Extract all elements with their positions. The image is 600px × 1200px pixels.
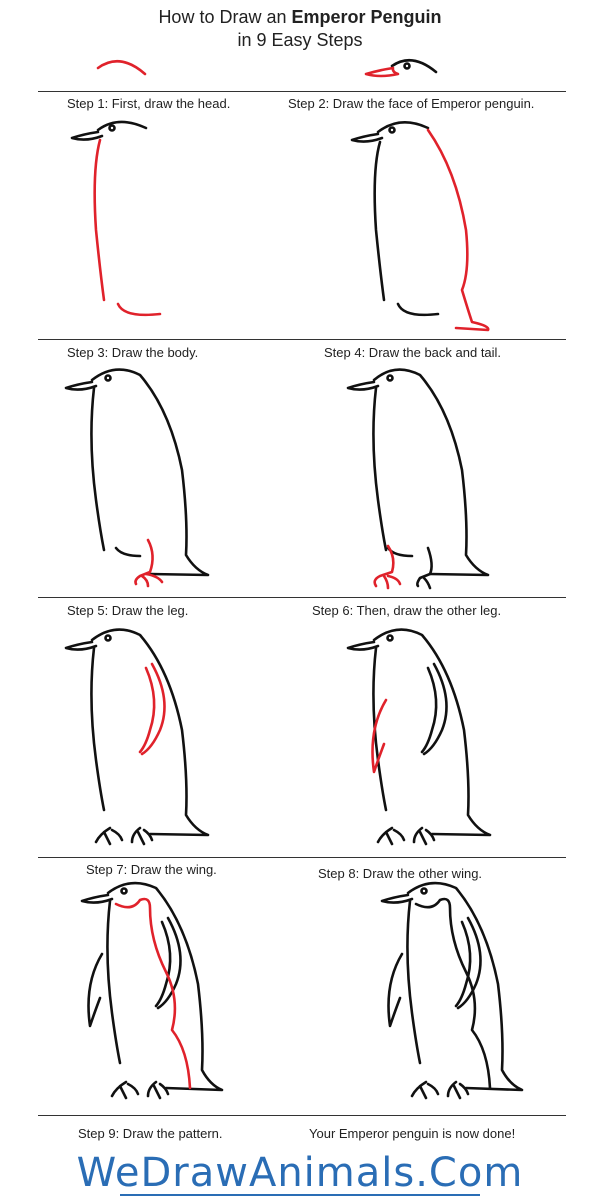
- step-4-caption: Step 4: Draw the back and tail.: [324, 345, 502, 360]
- penguin-step-8: [380, 881, 524, 1100]
- intro-head-face: [364, 58, 438, 78]
- penguin-step-1: [70, 120, 162, 317]
- divider: [38, 597, 566, 598]
- title-prefix: How to Draw an: [158, 7, 287, 27]
- page-subtitle: in 9 Easy Steps: [237, 30, 363, 50]
- penguin-step-7: [80, 881, 224, 1100]
- penguin-step-5: [64, 628, 210, 846]
- intro-head-arc: [96, 60, 147, 76]
- penguin-step-2: [350, 121, 490, 332]
- page-title: How to Draw an Emperor Penguin: [0, 6, 600, 28]
- penguin-step-3: [64, 368, 210, 588]
- step-6-caption: Step 6: Then, draw the other leg.: [312, 603, 502, 618]
- penguin-step-6: [346, 628, 492, 846]
- step-2-caption: Step 2: Draw the face of Emperor penguin…: [288, 96, 535, 111]
- brand-text: WeDrawAnimals.Com: [76, 1150, 524, 1196]
- divider: [38, 857, 566, 858]
- brand-logo: WeDrawAnimals.Com: [0, 1150, 600, 1196]
- step-3-caption: Step 3: Draw the body.: [67, 345, 199, 360]
- done-caption: Your Emperor penguin is now done!: [309, 1126, 516, 1141]
- divider: [38, 339, 566, 340]
- step-1-caption: Step 1: First, draw the head.: [67, 96, 231, 111]
- title-emphasis: Emperor Penguin: [291, 7, 442, 27]
- step-9-caption: Step 9: Draw the pattern.: [78, 1126, 223, 1141]
- divider: [38, 91, 566, 92]
- penguin-step-4: [346, 368, 490, 590]
- step-7-caption: Step 7: Draw the wing.: [86, 862, 217, 877]
- brand-underline: [120, 1194, 480, 1196]
- step-5-caption: Step 5: Draw the leg.: [67, 603, 189, 618]
- divider: [38, 1115, 566, 1116]
- step-8-caption: Step 8: Draw the other wing.: [318, 866, 483, 881]
